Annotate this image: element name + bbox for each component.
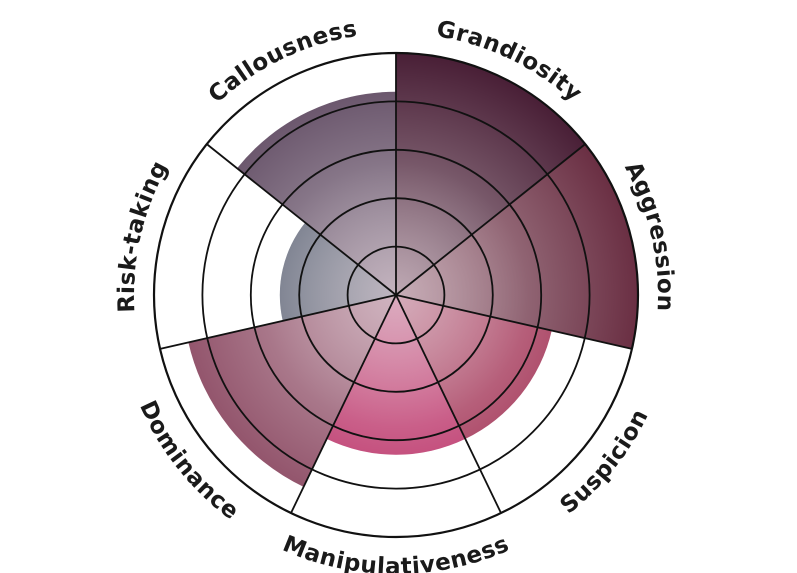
sector-shine-aggression [396, 144, 638, 349]
grid-spoke-4 [395, 294, 502, 514]
sector-shine-grandiosity [396, 53, 586, 295]
grid-spoke-6 [159, 294, 397, 350]
sector-shine-manipulativeness [326, 295, 466, 455]
axis-label-callousness: Callousness [204, 16, 359, 108]
sector-shine-risk-taking [279, 222, 396, 321]
sector-shine-suspicion [396, 295, 552, 439]
grid-spoke-5 [290, 294, 397, 514]
grid-layer [152, 51, 640, 539]
highlight-layer [188, 53, 638, 487]
grid-spoke-2 [395, 143, 586, 296]
grid-spoke-3 [395, 294, 633, 350]
sector-shine-dominance [188, 295, 396, 487]
grid-spoke-7 [206, 143, 397, 296]
axis-label-risk-taking: Risk-taking [114, 157, 173, 313]
